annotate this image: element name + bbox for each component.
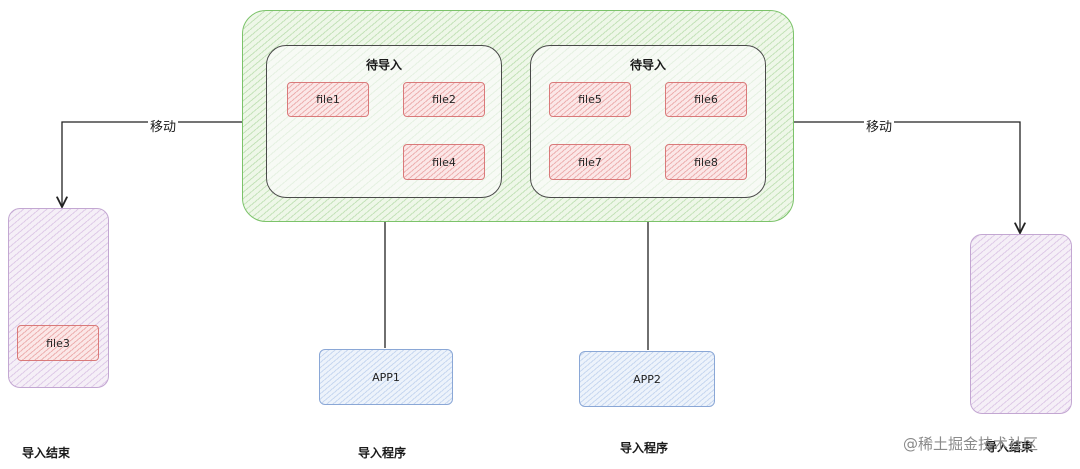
file-box: file2: [403, 82, 485, 117]
move-arrow-right: [766, 121, 1020, 233]
import-done-label-left: 导入结束: [22, 446, 71, 460]
import-done-box-left: [8, 208, 109, 388]
import-done-label-right: 导入结束: [985, 440, 1034, 454]
file-box: file5: [549, 82, 631, 117]
app-box: APP1: [319, 349, 453, 405]
file-box: file4: [403, 144, 485, 180]
watermark: @稀土掘金技术社区: [903, 435, 1039, 453]
import-done-box-right: [970, 234, 1072, 414]
group-title: 待导入: [365, 58, 402, 72]
pending-group-1: 待导入: [266, 45, 502, 198]
file-box: file6: [665, 82, 747, 117]
file-box: file1: [287, 82, 369, 117]
app-caption: 导入程序: [358, 446, 407, 460]
file-box: file7: [549, 144, 631, 180]
group-title: 待导入: [629, 58, 666, 72]
app-caption: 导入程序: [620, 441, 669, 455]
app-box: APP2: [579, 351, 715, 407]
file-box: file3: [17, 325, 99, 361]
file-box: file8: [665, 144, 747, 180]
move-arrow-left: [62, 121, 266, 207]
move-label-right: 移动: [864, 116, 895, 135]
move-label-left: 移动: [148, 116, 179, 135]
